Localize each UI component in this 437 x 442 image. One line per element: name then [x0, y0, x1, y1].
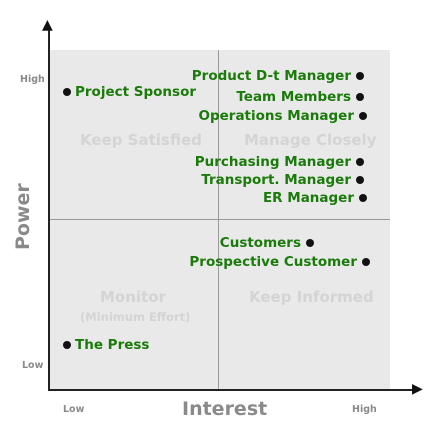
matrix-background: [50, 50, 390, 390]
stakeholder-item: Product D-t Manager: [192, 68, 364, 84]
arrow-up-icon: ▲: [42, 17, 53, 33]
stakeholder-item: The Press: [63, 337, 149, 353]
bullet-dot-icon: [356, 176, 364, 184]
y-high-label: High: [20, 74, 45, 85]
bullet-dot-icon: [359, 112, 367, 120]
bullet-dot-icon: [356, 72, 364, 80]
stakeholder-item: Prospective Customer: [189, 254, 370, 270]
bullet-dot-icon: [306, 239, 314, 247]
arrow-right-icon: ▶: [412, 381, 423, 397]
y-low-label: Low: [22, 360, 44, 371]
y-axis-line: [48, 28, 50, 390]
x-axis-line: [48, 389, 416, 391]
stakeholder-item: Customers: [220, 235, 314, 251]
x-low-label: Low: [63, 404, 85, 415]
stakeholder-item: Transport. Manager: [201, 172, 364, 188]
quadrant-manage-closely: Manage Closely: [244, 131, 377, 149]
stakeholder-item: Purchasing Manager: [195, 154, 364, 170]
quadrant-keep-informed: Keep Informed: [249, 288, 374, 306]
bullet-dot-icon: [63, 341, 71, 349]
bullet-dot-icon: [63, 88, 71, 96]
quadrant-monitor-sub: (Minimum Effort): [80, 310, 191, 324]
bullet-dot-icon: [356, 158, 364, 166]
stakeholder-item: Project Sponsor: [63, 84, 196, 100]
x-axis-title: Interest: [182, 398, 268, 420]
x-high-label: High: [352, 404, 377, 415]
quadrant-monitor: Monitor: [100, 288, 166, 306]
bullet-dot-icon: [359, 194, 367, 202]
stakeholder-item: Operations Manager: [198, 108, 367, 124]
bullet-dot-icon: [356, 93, 364, 101]
horizontal-divider: [50, 219, 390, 220]
stakeholder-item: Team Members: [236, 89, 364, 105]
y-axis-title: Power: [12, 183, 34, 250]
quadrant-keep-satisfied: Keep Satisfied: [80, 131, 202, 149]
stakeholder-item: ER Manager: [263, 190, 367, 206]
vertical-divider: [218, 50, 219, 390]
bullet-dot-icon: [362, 258, 370, 266]
